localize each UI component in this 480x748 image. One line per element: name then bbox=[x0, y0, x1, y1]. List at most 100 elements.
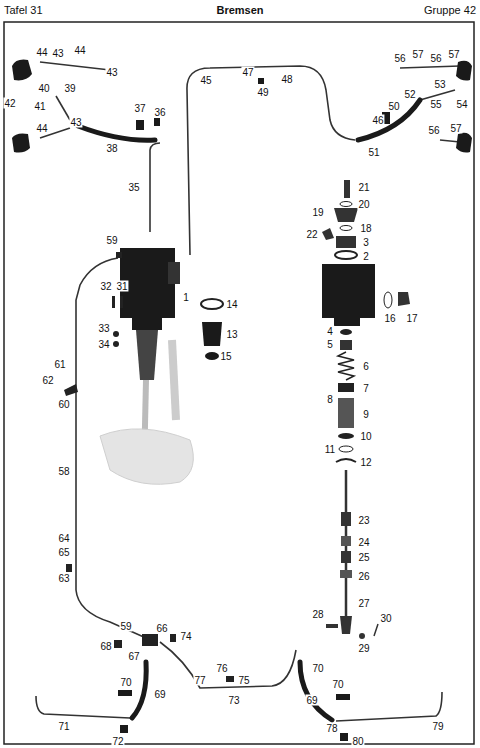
callout-number: 42 bbox=[3, 98, 16, 109]
callout-number: 47 bbox=[241, 67, 254, 78]
callout-number: 45 bbox=[199, 75, 212, 86]
brake-lines bbox=[36, 62, 460, 721]
callout-number: 56 bbox=[393, 53, 406, 64]
callout-number: 57 bbox=[447, 49, 460, 60]
callout-number: 68 bbox=[99, 641, 112, 652]
callout-number: 57 bbox=[449, 123, 462, 134]
callout-number: 5 bbox=[326, 339, 334, 350]
callout-number: 57 bbox=[411, 49, 424, 60]
callout-number: 14 bbox=[225, 299, 238, 310]
callout-number: 44 bbox=[35, 123, 48, 134]
callout-number: 44 bbox=[35, 47, 48, 58]
callout-number: 80 bbox=[351, 735, 364, 746]
callout-number: 35 bbox=[127, 182, 140, 193]
callout-number: 29 bbox=[357, 643, 370, 654]
callout-number: 44 bbox=[73, 45, 86, 56]
callout-number: 43 bbox=[105, 67, 118, 78]
callout-number: 67 bbox=[127, 651, 140, 662]
callout-number: 41 bbox=[33, 101, 46, 112]
callout-number: 52 bbox=[403, 89, 416, 100]
callout-number: 54 bbox=[455, 99, 468, 110]
exploded-cylinder bbox=[322, 180, 410, 639]
callout-number: 12 bbox=[359, 457, 372, 468]
callout-number: 56 bbox=[427, 125, 440, 136]
callout-number: 79 bbox=[431, 721, 444, 732]
callout-number: 36 bbox=[153, 107, 166, 118]
callout-number: 27 bbox=[357, 598, 370, 609]
callout-number: 74 bbox=[179, 631, 192, 642]
callout-number: 25 bbox=[357, 552, 370, 563]
callout-number: 1 bbox=[182, 292, 190, 303]
callout-number: 70 bbox=[119, 677, 132, 688]
callout-number: 40 bbox=[37, 83, 50, 94]
callout-number: 8 bbox=[326, 394, 334, 405]
callout-number: 69 bbox=[153, 689, 166, 700]
callout-number: 49 bbox=[256, 87, 269, 98]
callout-number: 20 bbox=[357, 199, 370, 210]
callout-number: 61 bbox=[53, 359, 66, 370]
callout-number: 3 bbox=[362, 237, 370, 248]
callout-number: 43 bbox=[51, 48, 64, 59]
callout-number: 23 bbox=[357, 515, 370, 526]
callout-number: 64 bbox=[57, 533, 70, 544]
callout-number: 73 bbox=[227, 695, 240, 706]
callout-number: 7 bbox=[362, 383, 370, 394]
callout-number: 6 bbox=[362, 361, 370, 372]
callout-number: 22 bbox=[305, 229, 318, 240]
callout-number: 17 bbox=[405, 313, 418, 324]
callout-number: 21 bbox=[357, 182, 370, 193]
callout-number: 60 bbox=[57, 399, 70, 410]
callout-number: 51 bbox=[367, 147, 380, 158]
callout-number: 19 bbox=[311, 207, 324, 218]
callout-number: 69 bbox=[305, 695, 318, 706]
page-header: Gruppe 42 bbox=[424, 4, 476, 17]
callout-number: 26 bbox=[357, 571, 370, 582]
callout-number: 2 bbox=[362, 251, 370, 262]
callout-number: 70 bbox=[311, 663, 324, 674]
callout-number: 4 bbox=[326, 326, 334, 337]
callout-number: 58 bbox=[57, 466, 70, 477]
callout-number: 30 bbox=[379, 613, 392, 624]
callout-number: 9 bbox=[362, 409, 370, 420]
callout-number: 76 bbox=[215, 663, 228, 674]
callout-number: 50 bbox=[387, 101, 400, 112]
callout-number: 43 bbox=[69, 117, 82, 128]
callout-number: 38 bbox=[105, 143, 118, 154]
callout-number: 65 bbox=[57, 547, 70, 558]
callout-number: 62 bbox=[41, 375, 54, 386]
callout-number: 46 bbox=[371, 115, 384, 126]
callout-number: 34 bbox=[97, 339, 110, 350]
callout-number: 59 bbox=[105, 235, 118, 246]
callout-number: 32 bbox=[99, 281, 112, 292]
callout-number: 72 bbox=[111, 735, 124, 746]
callout-number: 53 bbox=[433, 79, 446, 90]
callout-number: 33 bbox=[97, 323, 110, 334]
callout-number: 70 bbox=[331, 679, 344, 690]
callout-number: 13 bbox=[225, 329, 238, 340]
callout-number: 78 bbox=[325, 723, 338, 734]
callout-number: 18 bbox=[359, 223, 372, 234]
callout-number: 55 bbox=[429, 99, 442, 110]
callout-number: 59 bbox=[119, 621, 132, 632]
callout-number: 56 bbox=[429, 53, 442, 64]
callout-number: 37 bbox=[133, 103, 146, 114]
callout-number: 31 bbox=[115, 281, 128, 292]
callout-number: 63 bbox=[57, 573, 70, 584]
callout-number: 66 bbox=[155, 623, 168, 634]
page-header: Tafel 31 bbox=[4, 4, 43, 17]
callout-number: 11 bbox=[324, 444, 336, 455]
frame bbox=[4, 22, 474, 744]
callout-number: 24 bbox=[357, 537, 370, 548]
page-title: Bremsen bbox=[216, 4, 263, 17]
callout-number: 28 bbox=[311, 609, 324, 620]
callout-number: 77 bbox=[193, 675, 206, 686]
callout-number: 10 bbox=[359, 431, 372, 442]
callout-number: 39 bbox=[63, 83, 76, 94]
callout-number: 48 bbox=[280, 74, 293, 85]
callout-number: 16 bbox=[383, 313, 396, 324]
callout-number: 71 bbox=[57, 721, 70, 732]
callout-number: 15 bbox=[219, 351, 232, 362]
callout-number: 75 bbox=[237, 675, 250, 686]
brake-hoses bbox=[78, 100, 420, 720]
